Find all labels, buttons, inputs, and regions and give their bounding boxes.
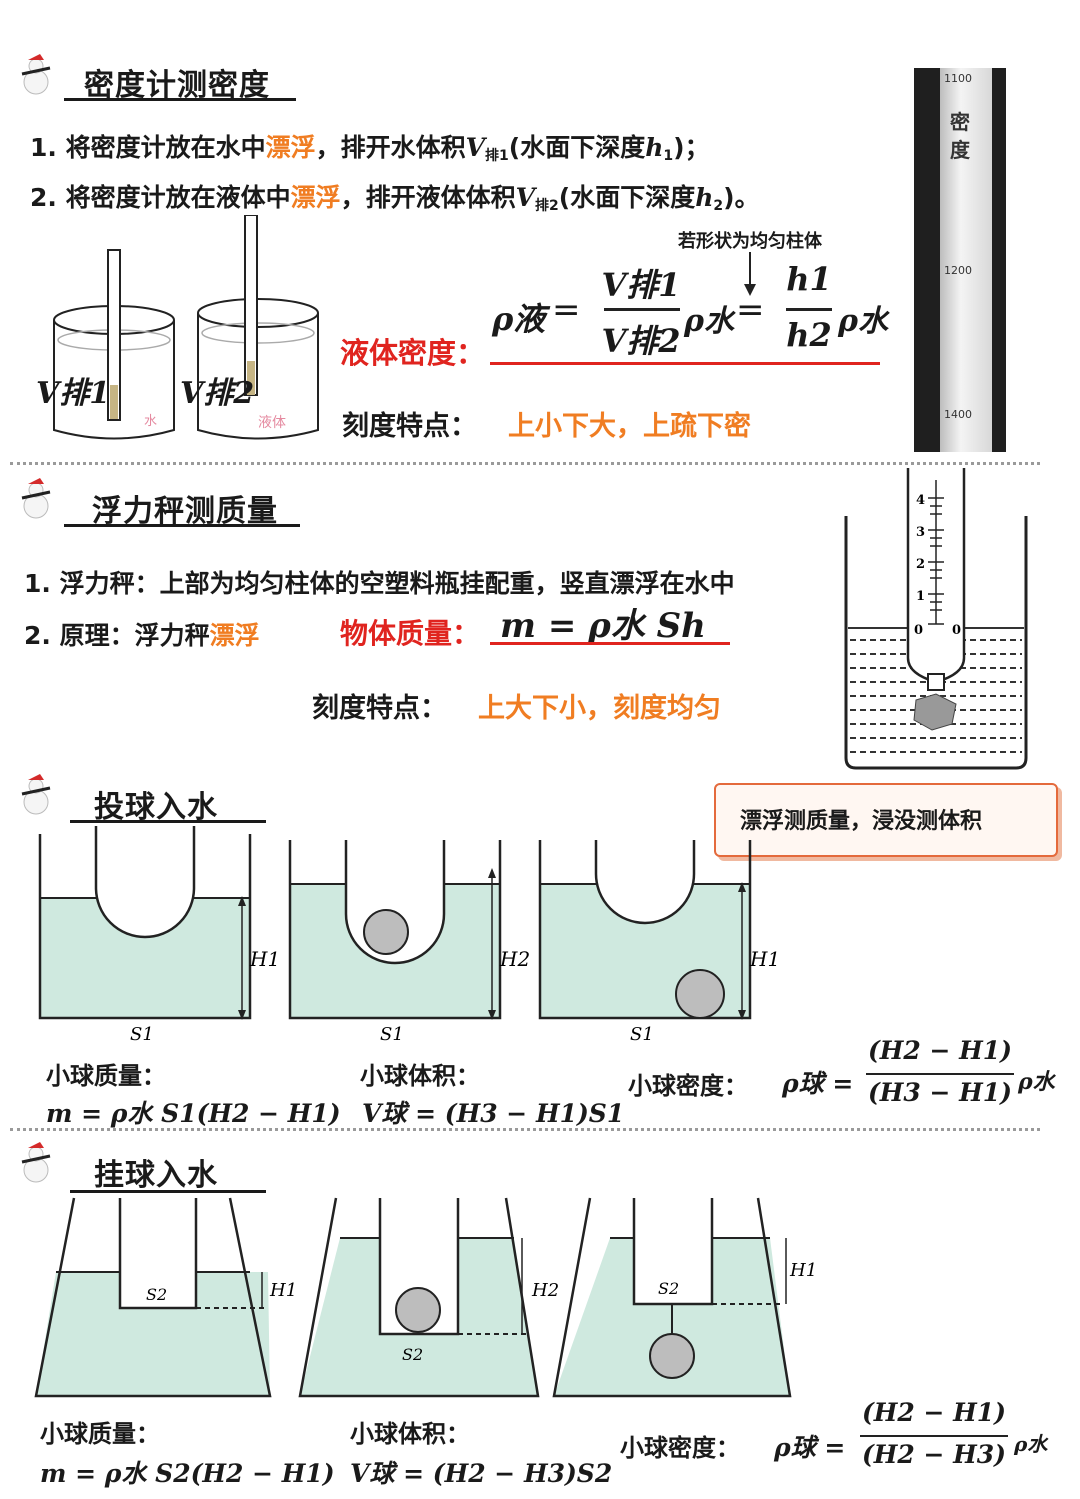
tick-label-2: 2 (916, 557, 925, 572)
ball-density-num-2: (H2 − H1) (861, 1398, 1007, 1427)
ball-density-caption-1: 小球密度： (628, 1072, 748, 1100)
photo-tick-1400: 1400 (944, 408, 972, 421)
ball-mass-caption-2: 小球质量： (40, 1420, 160, 1448)
liquid-density-label: 液体密度： (340, 336, 486, 370)
scale-feature-label-2: 刻度特点： (312, 693, 447, 724)
rho-water-2: ρ水 (838, 304, 888, 339)
section-title-density-meter: 密度计测密度 (84, 68, 270, 103)
fraction-bar-2 (786, 308, 832, 311)
ball-mass-formula-2: m = ρ水 S2(H2 − H1) (40, 1459, 335, 1488)
label-h2-b: H2 (531, 1280, 559, 1301)
tick-label-3: 3 (916, 525, 925, 540)
label-s2-a: S2 (146, 1285, 167, 1304)
label-h2-a: H2 (499, 947, 530, 971)
density-step-1: 1. 将密度计放在水中漂浮，排开水体积V排1(水面下深度h1)； (30, 133, 710, 164)
section-title-hang-ball: 挂球入水 (94, 1158, 218, 1193)
beaker-2-label: V排2 (180, 376, 255, 411)
equals-sign-1: = (552, 290, 581, 330)
section-title-buoyancy-scale: 浮力秤测质量 (92, 494, 278, 529)
rho-water-1: ρ水 (684, 304, 734, 339)
label-h1-d: H1 (789, 1260, 817, 1281)
label-s2-b: S2 (402, 1345, 423, 1364)
title-underline (64, 524, 300, 527)
photo-tick-1100: 1100 (944, 72, 972, 85)
density-step-2: 2. 将密度计放在液体中漂浮，排开液体体积V排2(水面下深度h2)。 (30, 183, 760, 214)
label-s1-a: S1 (130, 1024, 154, 1045)
section-title-drop-ball: 投球入水 (94, 790, 218, 825)
buoyancy-scale-diagram: 4 3 2 1 0 0 (844, 468, 1028, 770)
ball-density-den-2: (H2 − H3) (861, 1440, 1007, 1469)
ball-density-lhs-2: ρ球 = (774, 1433, 846, 1462)
scale-feature-value-1: 上小下大，上疏下密 (508, 411, 751, 442)
object-mass-formula: m = ρ水 Sh (500, 606, 706, 646)
ball-volume-caption-1: 小球体积： (360, 1062, 480, 1090)
snowman-icon (21, 1142, 51, 1183)
beaker-1-label: V排1 (36, 376, 111, 411)
ball-density-bar-1 (866, 1073, 1014, 1075)
title-underline (70, 1190, 266, 1193)
beaker-2-note: 液体 (258, 415, 286, 431)
tick-label-0-right: 0 (952, 623, 961, 638)
tick-label-0-left: 0 (914, 623, 923, 638)
label-s1-b: S1 (380, 1024, 404, 1045)
tip-card: 漂浮测质量，浸没测体积 (714, 783, 1058, 857)
ball-mass-caption-1: 小球质量： (46, 1062, 166, 1090)
object-mass-label: 物体质量： (340, 617, 481, 650)
uniform-cylinder-note: 若形状为均匀柱体 (678, 231, 822, 252)
scale-step-2: 2. 原理：浮力秤漂浮 (24, 621, 260, 650)
photo-tick-1200: 1200 (944, 264, 972, 277)
tick-label-4: 4 (916, 493, 925, 508)
hydrometer-photo: 密度 1100 1200 1400 (914, 68, 1006, 452)
snowman-icon (21, 774, 51, 815)
hang-ball-diagrams: S2 H1 H2 S2 S2 H1 (34, 1197, 817, 1398)
label-h1-b: H1 (749, 947, 780, 971)
section-divider-1 (10, 462, 1040, 465)
ball-density-rhs-2: ρ水 (1014, 1432, 1048, 1456)
drop-ball-diagrams: H1 S1 H2 S1 H1 S1 (38, 826, 780, 1045)
ball-mass-formula-1: m = ρ水 S1(H2 − H1) (46, 1099, 341, 1128)
ball-volume-formula-1: V球 = (H3 − H1)S1 (362, 1099, 625, 1128)
title-underline (64, 98, 296, 101)
fraction-bar-1 (604, 308, 680, 311)
fraction-h2: h2 (786, 316, 832, 354)
label-s2-c: S2 (658, 1279, 679, 1298)
down-arrow-icon (744, 252, 756, 296)
label-h1-c: H1 (269, 1280, 297, 1301)
ball-density-lhs-1: ρ球 = (782, 1069, 854, 1098)
fraction-v1: V排1 (601, 266, 681, 304)
scale-feature-value-2: 上大下小，刻度均匀 (478, 693, 721, 724)
snowman-icon (21, 478, 51, 519)
title-underline (70, 820, 266, 823)
ball-density-num-1: (H2 − H1) (867, 1036, 1013, 1065)
beaker-1-note: 水 (144, 414, 158, 429)
section-divider-2 (10, 1128, 1040, 1131)
tip-card-text: 漂浮测质量，浸没测体积 (740, 809, 983, 834)
hydrometer-beakers-diagram (53, 215, 319, 440)
label-h1-a: H1 (249, 947, 280, 971)
equals-sign-2: = (736, 290, 765, 330)
snowman-icon (21, 54, 51, 95)
ball-density-bar-2 (860, 1435, 1008, 1437)
ball-density-den-1: (H3 − H1) (867, 1078, 1013, 1107)
ball-density-rhs-1: ρ水 (1018, 1069, 1055, 1095)
scale-feature-label-1: 刻度特点： (342, 411, 477, 442)
fraction-v2: V排2 (601, 322, 681, 360)
mass-underline (490, 642, 730, 645)
ball-volume-caption-2: 小球体积： (350, 1420, 470, 1448)
photo-label: 密度 (950, 110, 970, 162)
density-underline (490, 362, 880, 365)
ball-volume-formula-2: V球 = (H2 − H3)S2 (350, 1459, 613, 1488)
scale-step-1: 1. 浮力秤：上部为均匀柱体的空塑料瓶挂配重，竖直漂浮在水中 (24, 569, 735, 598)
label-s1-c: S1 (630, 1024, 654, 1045)
fraction-h1: h1 (786, 260, 832, 298)
rho-liquid: ρ液 (492, 300, 546, 338)
ball-density-caption-2: 小球密度： (620, 1434, 740, 1462)
tick-label-1: 1 (916, 589, 925, 604)
